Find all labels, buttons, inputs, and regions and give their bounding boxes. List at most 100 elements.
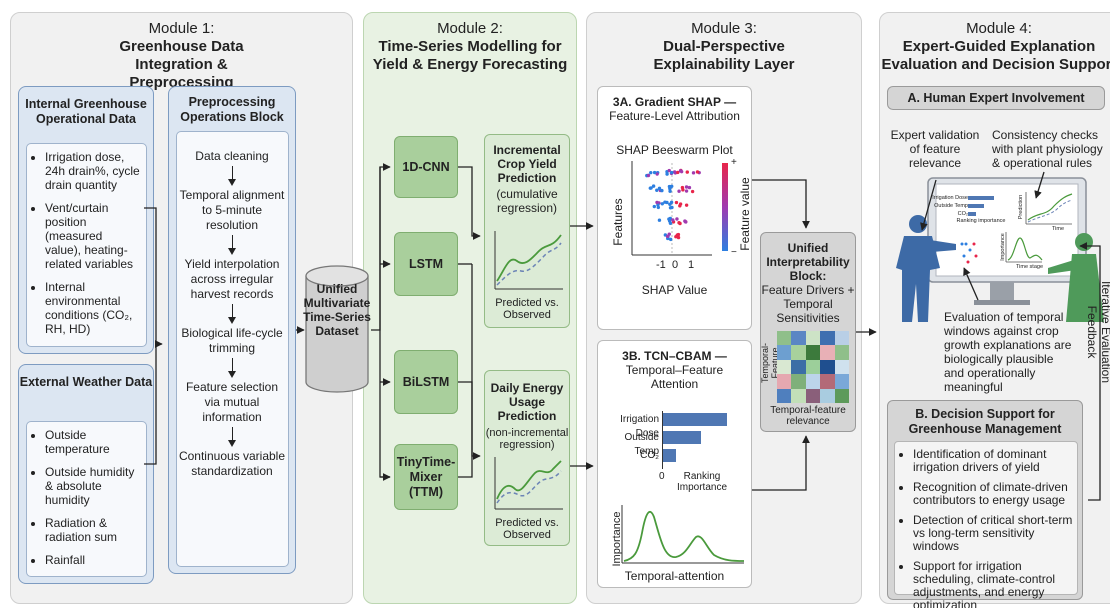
- shap-point: [678, 204, 682, 208]
- down-arrow-icon: [169, 356, 295, 380]
- heatmap-cell: [834, 345, 849, 360]
- shap-point: [676, 232, 681, 237]
- importance-bar: [663, 413, 727, 426]
- shap-point: [651, 184, 656, 188]
- shap-point: [676, 235, 681, 240]
- module-4-title: Expert-Guided Explanation Evaluation and…: [881, 38, 1110, 73]
- importance-bar: [663, 449, 676, 462]
- shap-point: [676, 170, 680, 175]
- external-data-list: Outside temperature Outside humidity & a…: [26, 421, 147, 577]
- module-2-heading: Module 2:: [437, 20, 503, 37]
- internal-item: Vent/curtain position (measured value), …: [45, 201, 140, 271]
- decision-list-panel: Identification of dominant irrigation dr…: [894, 441, 1078, 608]
- expert-validation-note: Expert validation of feature relevance: [890, 128, 980, 170]
- unified-interpretability-block: Unified Interpretability Block: Feature …: [760, 232, 856, 432]
- bar-zero-tick: 0: [659, 471, 665, 482]
- shap-point: [668, 221, 673, 225]
- module-1-title: Greenhouse Data Integration & Preprocess…: [119, 38, 244, 91]
- module-2-title: Time-Series Modelling for Yield & Energy…: [372, 38, 568, 73]
- heatmap-cell: [834, 331, 849, 346]
- tcn-subtitle: Temporal–Feature Attention: [625, 363, 724, 391]
- shap-point: [668, 237, 673, 242]
- external-item: Rainfall: [45, 553, 140, 567]
- shap-plot-title: SHAP Beeswarm Plot: [616, 143, 733, 157]
- attention-xlabel: Temporal-attention: [624, 569, 725, 583]
- feedback-label: Iterative Evaluation Feedback: [1085, 280, 1110, 384]
- preprocessing-step: Continuous variable standardization: [178, 449, 286, 478]
- bar-category-label: Outside Temp: [624, 432, 659, 457]
- preprocessing-step: Temporal alignment to 5-minute resolutio…: [179, 188, 285, 232]
- shap-tick: 0: [672, 259, 679, 271]
- yield-caption: Predicted vs. Observed: [495, 297, 559, 321]
- shap-point: [655, 172, 659, 176]
- heatmap-cell: [777, 345, 792, 360]
- shap-point: [683, 219, 687, 223]
- energy-prediction-box: Daily Energy Usage Prediction (non-incre…: [484, 370, 570, 546]
- consistency-check-note: Consistency checks with plant physiology…: [992, 128, 1103, 170]
- module-3-heading: Module 3:: [691, 20, 757, 37]
- mini-chart-ylabel: Prediction: [1018, 194, 1024, 220]
- down-arrow-icon: [169, 425, 295, 449]
- shap-point: [678, 169, 683, 173]
- dataset-label: Unified Multivariate Time-Series Dataset: [303, 282, 371, 338]
- shap-point: [687, 185, 692, 190]
- module-1-heading: Module 1:: [148, 20, 215, 37]
- shap-subtitle: Feature-Level Attribution: [609, 109, 740, 123]
- shap-tick: -1: [656, 259, 666, 271]
- unified-subtitle: Feature Drivers + Temporal Sensitivities: [761, 283, 855, 325]
- model-lstm: LSTM: [394, 232, 458, 296]
- mini-label: Irrigation Dose: [932, 195, 968, 201]
- temporal-evaluation-note: Evaluation of temporal windows against c…: [944, 310, 1072, 394]
- module-3-header: Module 3: Dual-Perspective Explainabilit…: [586, 20, 862, 74]
- heatmap-cell: [820, 374, 835, 389]
- shap-point: [691, 171, 696, 175]
- external-item: Radiation & radiation sum: [45, 516, 140, 544]
- mini-chart-xlabel: Time: [1052, 226, 1065, 232]
- shap-point: [695, 170, 700, 174]
- down-arrow-icon: [169, 164, 295, 188]
- shap-point: [655, 188, 659, 192]
- mini-bar-labels: Irrigation Dose Outside Temp CO₂: [928, 194, 968, 218]
- mini-label: CO₂: [957, 211, 968, 217]
- shap-point: [657, 218, 662, 222]
- shap-title: 3A. Gradient SHAP —: [612, 95, 737, 109]
- shap-point: [670, 184, 674, 189]
- internal-data-title: Internal Greenhouse Operational Data: [25, 97, 147, 126]
- decision-item: Identification of dominant irrigation dr…: [913, 448, 1073, 474]
- heatmap-cell: [820, 345, 835, 360]
- heatmap-cell: [777, 374, 792, 389]
- heatmap-cell: [805, 331, 821, 346]
- shap-point: [655, 200, 659, 205]
- shap-ylabel: Features: [611, 198, 625, 246]
- shap-point: [677, 220, 681, 225]
- shap-point: [677, 189, 681, 193]
- preprocessing-step: Yield interpolation across irregular har…: [184, 257, 280, 301]
- heatmap-cell: [777, 388, 792, 403]
- unified-title: Unified Interpretability Block:: [766, 241, 850, 283]
- shap-swarm-points: [645, 168, 701, 242]
- down-arrow-icon: [169, 302, 295, 326]
- shap-card: 3A. Gradient SHAP — Feature-Level Attrib…: [597, 86, 752, 330]
- preprocessing-title: Preprocessing Operations Block: [180, 95, 284, 124]
- heatmap-cell: [805, 388, 821, 403]
- internal-data-block: Internal Greenhouse Operational Data Irr…: [18, 86, 154, 354]
- shap-point: [668, 206, 673, 210]
- heatmap-cell: [791, 331, 806, 346]
- energy-subtitle: (non-incremental regression): [485, 427, 569, 451]
- module-4-heading: Module 4:: [966, 20, 1032, 37]
- mini-attention-ylabel: Importance: [1000, 233, 1006, 261]
- mini-attention-xlabel: Time stage: [1016, 264, 1044, 270]
- internal-data-list: Irrigation dose, 24h drain%, cycle drain…: [26, 143, 147, 347]
- heatmap-cell: [791, 345, 806, 360]
- energy-line-chart: [494, 457, 563, 510]
- shap-point: [675, 217, 679, 221]
- preprocessing-step: Biological life-cycle trimming: [181, 326, 283, 355]
- yield-title: Incremental Crop Yield Prediction: [493, 143, 561, 185]
- tcn-title: 3B. TCN–CBAM —: [622, 349, 727, 363]
- shap-beeswarm-plot: [631, 161, 728, 256]
- colorbar-minus: −: [731, 247, 737, 258]
- heatmap-cell: [834, 388, 849, 403]
- heatmap-cell: [805, 374, 821, 389]
- shap-point: [667, 217, 671, 221]
